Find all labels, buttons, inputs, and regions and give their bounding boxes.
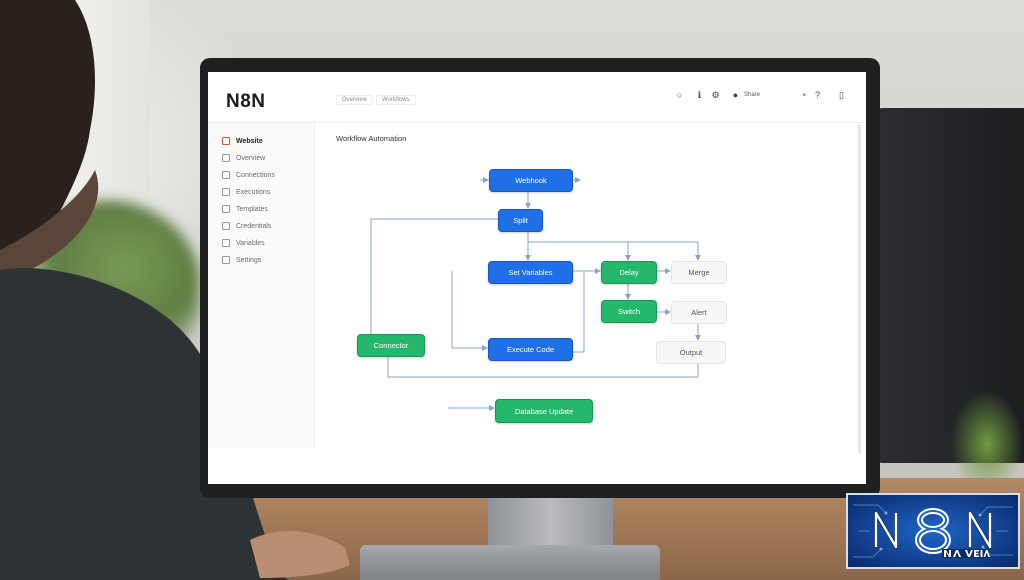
monitor-base	[360, 545, 660, 580]
node-split[interactable]: Split	[498, 209, 543, 232]
topbar-divider	[208, 122, 866, 123]
template-icon	[222, 205, 230, 213]
info-icon[interactable]: ℹ	[697, 90, 702, 100]
settings-icon[interactable]: ⚙	[711, 90, 720, 100]
node-set-variables[interactable]: Set Variables	[488, 261, 573, 284]
gear-icon	[222, 256, 230, 264]
play-icon	[222, 188, 230, 196]
sidebar-item-variables[interactable]: Variables	[222, 239, 265, 247]
n8n-na-veia-logo	[846, 493, 1020, 569]
node-output[interactable]: Output	[656, 341, 726, 364]
tab-workflows[interactable]: Workflows	[376, 95, 416, 105]
edge-split-loop	[370, 218, 498, 334]
edge-setvars-switch	[571, 270, 585, 353]
node-switch[interactable]: Switch	[601, 300, 657, 323]
node-connector[interactable]: Connector	[357, 334, 425, 357]
share-label[interactable]: Share	[744, 92, 761, 98]
node-webhook[interactable]: Webhook	[489, 169, 573, 192]
app-logo: N8N	[226, 91, 266, 112]
edge-setvars-exec	[451, 271, 488, 351]
monitor-screen: N8N Overview Workflows ○ ℹ ⚙ ● Share ◔ ?…	[208, 72, 866, 484]
sidebar-item-overview[interactable]: Overview	[222, 154, 265, 162]
edge-split-right	[527, 230, 701, 261]
node-database-update[interactable]: Database Update	[495, 399, 593, 423]
link-icon	[222, 171, 230, 179]
menu-icon[interactable]: ▯	[839, 90, 844, 100]
edge-connector-out	[387, 357, 699, 378]
node-delay[interactable]: Delay	[601, 261, 657, 284]
variable-icon	[222, 239, 230, 247]
sidebar-item-website[interactable]: Website	[222, 137, 263, 145]
tab-overview[interactable]: Overview	[336, 95, 374, 105]
logo-lettering	[874, 508, 992, 558]
sidebar-item-templates[interactable]: Templates	[222, 205, 268, 213]
node-alert[interactable]: Alert	[671, 301, 727, 324]
canvas-title: Workflow Automation	[336, 134, 407, 143]
sidebar-item-connections[interactable]: Connections	[222, 171, 275, 179]
sidebar-item-credentials[interactable]: Credentials	[222, 222, 271, 230]
workflow-connections	[370, 177, 701, 411]
sidebar: Website Overview Connections Executions …	[208, 123, 315, 448]
avatar[interactable]: ●	[732, 90, 739, 100]
plant-right	[950, 390, 1024, 480]
help-icon[interactable]: ?	[814, 90, 820, 100]
sidebar-item-settings[interactable]: Settings	[222, 256, 261, 264]
bell-icon[interactable]: ◔	[800, 90, 807, 100]
monitor-stand	[488, 495, 613, 550]
person-silhouette	[0, 0, 350, 580]
sidebar-item-executions[interactable]: Executions	[222, 188, 270, 196]
search-icon[interactable]: ○	[676, 90, 683, 100]
grid-icon	[222, 154, 230, 162]
scrollbar[interactable]	[858, 124, 861, 454]
key-icon	[222, 222, 230, 230]
node-merge[interactable]: Merge	[671, 261, 727, 284]
node-execute-code[interactable]: Execute Code	[488, 338, 573, 361]
home-icon	[222, 137, 230, 145]
